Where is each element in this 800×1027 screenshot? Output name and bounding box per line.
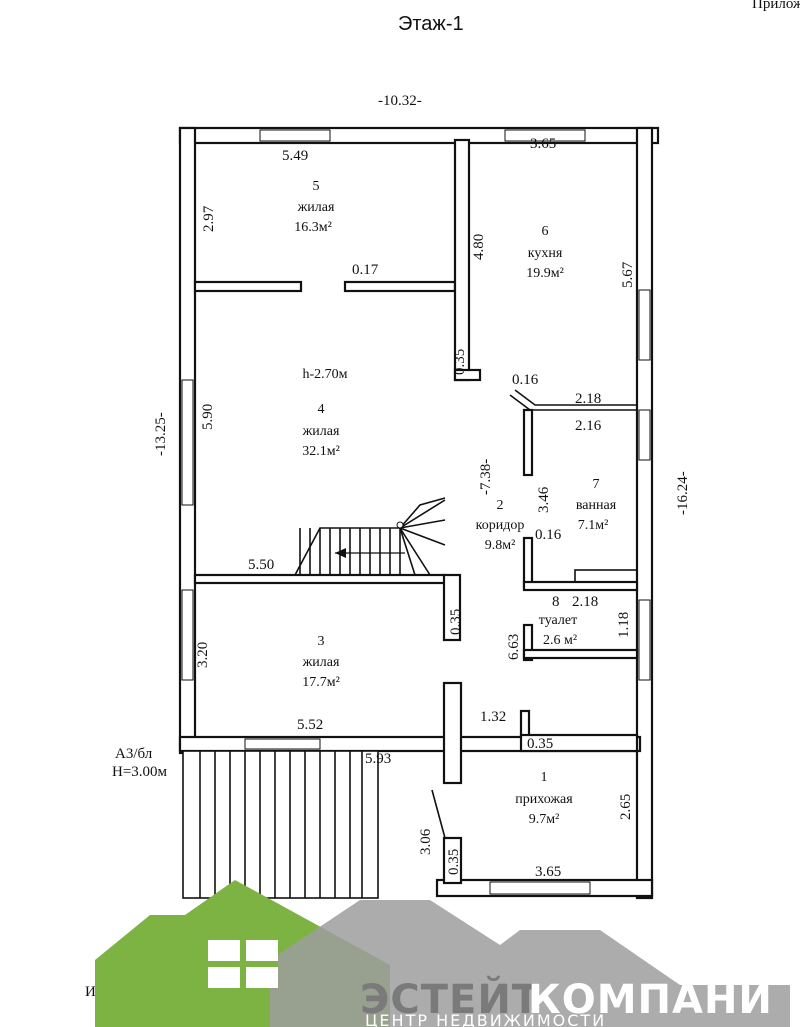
- svg-text:5: 5: [313, 179, 320, 194]
- svg-text:3: 3: [318, 634, 325, 649]
- dim-bath-016b: 0.16: [535, 527, 562, 543]
- svg-text:2: 2: [497, 498, 504, 513]
- dim-toilet-218: 2.18: [572, 594, 598, 610]
- dim-bath-218a: 2.18: [575, 391, 601, 407]
- dim-a3: А3/бл: [115, 746, 153, 762]
- brand-tagline: ЦЕНТР НЕДВИЖИМОСТИ: [365, 1011, 606, 1027]
- dim-opening: 0.17: [352, 262, 379, 278]
- dim-overall-width: -10.32-: [378, 93, 422, 109]
- dim-top-left: 5.49: [282, 148, 308, 164]
- dim-overall-left: -13.25-: [153, 412, 169, 456]
- svg-text:9.7м²: 9.7м²: [529, 812, 560, 827]
- dim-hall-035b: 0.35: [446, 849, 462, 875]
- room-label-7: 7 ванная 7.1м²: [576, 477, 617, 533]
- room-label-3: 3 жилая 17.7м²: [302, 634, 340, 690]
- staircase: [294, 497, 446, 576]
- porch: [182, 750, 446, 899]
- dimension-labels: -10.32- 5.49 3.65 2.97 4.80 0.17 5.67 0.…: [112, 93, 691, 880]
- svg-text:4: 4: [318, 402, 325, 417]
- dim-hall-306: 3.06: [418, 828, 434, 855]
- svg-text:жилая: жилая: [302, 655, 340, 670]
- dim-partition-top: 4.80: [471, 234, 487, 260]
- brand-name-rest: КОМПАНИ: [528, 977, 773, 1023]
- dim-room5-height: 2.97: [201, 205, 217, 232]
- brand-name-bold: ЭСТЕЙТ: [360, 975, 540, 1023]
- dim-toilet-8: 8: [552, 594, 560, 610]
- svg-text:ванная: ванная: [576, 498, 617, 513]
- dim-top-right: 3.65: [530, 136, 556, 152]
- dim-bottom-552: 5.52: [297, 717, 323, 733]
- svg-text:7.1м²: 7.1м²: [578, 518, 609, 533]
- svg-text:7: 7: [593, 477, 600, 492]
- room-label-1: 1 прихожая 9.7м²: [515, 770, 573, 827]
- room-label-4: h-2.70м 4 жилая 32.1м²: [302, 367, 348, 459]
- dim-center-corridor: -7.38-: [478, 459, 494, 495]
- corner-text: Прилож: [752, 0, 800, 12]
- dim-hall-132: 1.32: [480, 709, 506, 725]
- dim-bath-016a: 0.16: [512, 372, 539, 388]
- svg-text:кухня: кухня: [528, 246, 563, 261]
- svg-text:16.3м²: 16.3м²: [294, 220, 332, 235]
- room-label-5: 5 жилая 16.3м²: [294, 179, 335, 235]
- svg-text:туалет: туалет: [539, 613, 577, 628]
- dim-left-590: 5.90: [200, 404, 216, 430]
- dim-bath-216: 2.16: [575, 418, 602, 434]
- svg-text:прихожая: прихожая: [515, 792, 573, 807]
- svg-text:32.1м²: 32.1м²: [302, 444, 340, 459]
- plan-title: Этаж-1: [398, 13, 464, 35]
- dim-overall-right: -16.24-: [675, 471, 691, 515]
- svg-text:17.7м²: 17.7м²: [302, 675, 340, 690]
- outer-walls: [178, 126, 660, 900]
- company-logo: ЭСТЕЙТ КОМПАНИ ЦЕНТР НЕДВИЖИМОСТИ: [95, 880, 790, 1027]
- dim-toilet-663: 6.63: [506, 634, 522, 660]
- dim-height: H=3.00м: [112, 764, 168, 780]
- svg-text:19.9м²: 19.9м²: [526, 266, 564, 281]
- dim-hall-265: 2.65: [618, 794, 634, 820]
- dim-left-320: 3.20: [195, 642, 211, 668]
- room-label-6: 6 кухня 19.9м²: [526, 224, 564, 281]
- svg-text:2.6 м²: 2.6 м²: [543, 633, 577, 648]
- svg-text:6: 6: [542, 224, 549, 239]
- dim-stair-550: 5.50: [248, 557, 274, 573]
- svg-text:1: 1: [541, 770, 548, 785]
- svg-text:9.8м²: 9.8м²: [485, 538, 516, 553]
- svg-text:жилая: жилая: [297, 200, 335, 215]
- window-icon: [208, 940, 278, 988]
- svg-text:жилая: жилая: [302, 424, 340, 439]
- dim-corridor-346: 3.46: [536, 486, 552, 513]
- dim-toilet-118: 1.18: [616, 612, 632, 638]
- dim-partition-b: 0.35: [448, 609, 464, 635]
- dim-right-upper: 5.67: [620, 261, 636, 288]
- house-grey-icon: [270, 900, 790, 1027]
- svg-text:коридор: коридор: [476, 518, 525, 533]
- dim-partition-a: 0.35: [452, 349, 468, 375]
- dim-hall-035: 0.35: [527, 736, 553, 752]
- dim-porch-593: 5.93: [365, 751, 391, 767]
- dim-bottom-365: 3.65: [535, 864, 561, 880]
- room-label-8: туалет 2.6 м²: [539, 613, 577, 648]
- svg-text:h-2.70м: h-2.70м: [302, 367, 347, 382]
- room-label-2: 2 коридор 9.8м²: [476, 498, 525, 553]
- interior-walls: [193, 138, 639, 885]
